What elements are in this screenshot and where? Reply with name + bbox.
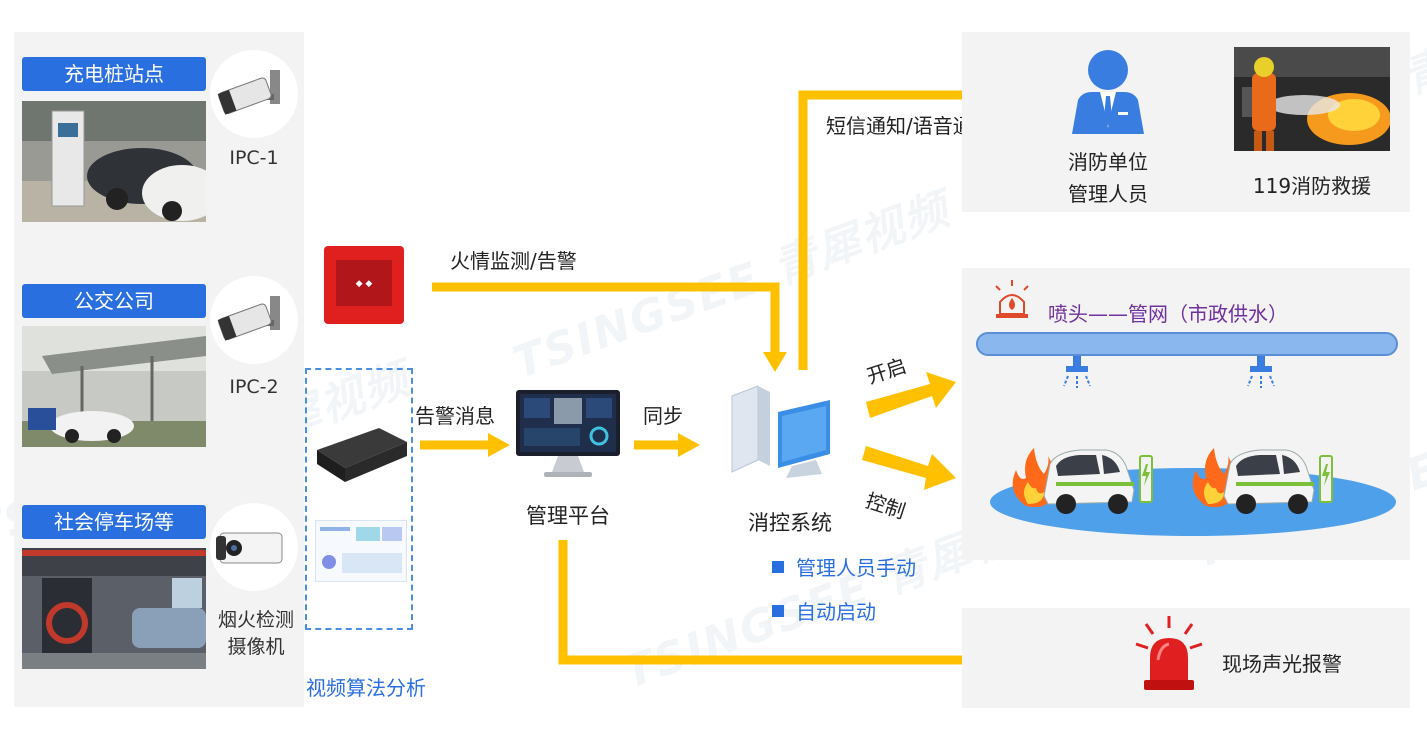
fire-icon	[1192, 448, 1235, 508]
fire-unit-line1: 消防单位	[1068, 150, 1148, 174]
control-system-computer	[726, 382, 836, 482]
control-system-label: 消控系统	[748, 511, 832, 535]
siren-icon	[1135, 616, 1203, 690]
burning-ev-car-1	[1000, 430, 1170, 518]
control-mode-manual: 管理人员手动	[772, 552, 916, 581]
alarm-button-icon: ◆ ◆	[324, 246, 404, 324]
parking-lot-photo	[22, 548, 206, 669]
label-sync: 同步	[643, 404, 683, 428]
ev-car-icon	[1223, 449, 1333, 514]
platform-monitor	[514, 388, 622, 480]
sprinkler-label: 喷头——管网（市政供水）	[1048, 302, 1288, 326]
source-tag-parking: 社会停车场等	[22, 505, 206, 539]
charging-station-photo	[22, 101, 206, 222]
rescue-label: 119消防救援	[1252, 174, 1372, 198]
camera-label-smoke-line1: 烟火检测	[217, 609, 294, 631]
sprinkler-icon	[1063, 356, 1091, 388]
camera-label-ipc2: IPC-2	[229, 376, 279, 398]
camera-icon	[217, 70, 280, 115]
arrowhead	[763, 352, 787, 372]
camera-icon	[217, 296, 280, 341]
camera-label-smoke-line2: 摄像机	[227, 636, 285, 658]
sprinkler-head-2	[1246, 356, 1276, 390]
siren	[1134, 614, 1204, 694]
label-fire-monitor: 火情监测/告警	[450, 249, 577, 273]
svg-text:◆ ◆: ◆ ◆	[356, 279, 373, 289]
monitor-icon	[516, 390, 620, 477]
camera-label-ipc1: IPC-1	[229, 147, 279, 169]
firefighter-photo	[1234, 47, 1390, 151]
source-tag-charging: 充电桩站点	[22, 57, 206, 91]
bus-company-photo	[22, 326, 206, 447]
burning-ev-car-2	[1180, 430, 1350, 518]
label-alarm-msg: 告警消息	[415, 404, 495, 428]
sprinkler-icon	[1247, 356, 1275, 388]
sprinkler-alarm-icon	[990, 278, 1034, 322]
camera-circle	[210, 503, 298, 591]
bullet-camera-icon	[216, 532, 283, 564]
computer-icon	[731, 385, 830, 478]
alarm-button-box: ◆ ◆	[316, 238, 412, 333]
fire-unit-person	[1066, 48, 1150, 136]
camera-circle	[210, 50, 298, 138]
sprinkler-head-1	[1062, 356, 1092, 390]
fire-unit-line2: 管理人员	[1068, 182, 1148, 206]
source-tag-bus: 公交公司	[22, 284, 206, 318]
control-mode-auto: 自动启动	[772, 596, 876, 625]
ev-car-icon	[1043, 449, 1153, 514]
water-pipe	[976, 332, 1398, 356]
alarm-label: 现场声光报警	[1222, 652, 1342, 676]
firefighter-icon	[1234, 47, 1390, 151]
video-analysis-box	[305, 368, 413, 630]
fire-icon	[1012, 448, 1055, 508]
person-icon	[1072, 50, 1144, 134]
bullet-square	[772, 561, 784, 573]
camera-circle	[210, 276, 298, 364]
edge-box-icon	[317, 428, 407, 482]
bullet-square	[772, 605, 784, 617]
analysis-label: 视频算法分析	[306, 676, 426, 700]
sprinkler-icon	[995, 280, 1029, 318]
platform-label: 管理平台	[526, 504, 610, 528]
dashboard-thumbnail	[315, 520, 407, 582]
